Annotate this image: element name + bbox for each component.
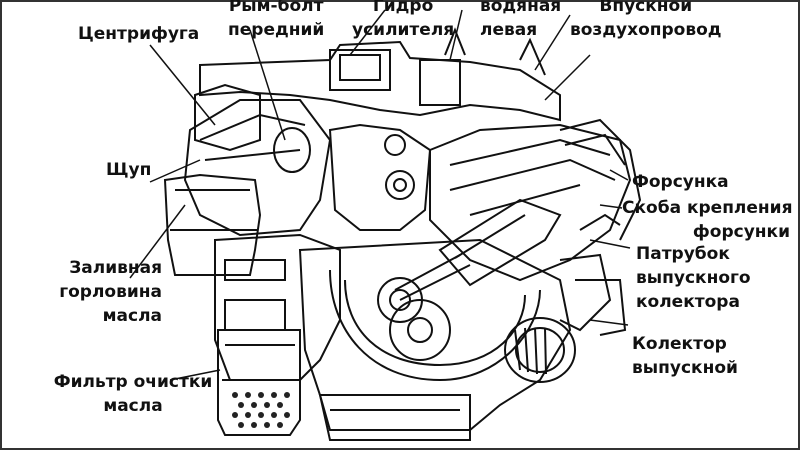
label-exhaust-manifold-line1: Колектор [632, 334, 727, 354]
label-hydro-booster-line1: Гидро [372, 0, 434, 16]
label-centrifuge: Центрифуга [78, 22, 199, 46]
leader-injector [609, 169, 629, 181]
engine-block [163, 27, 642, 441]
label-oil-filter: Фильтр очистки масла [40, 370, 226, 418]
label-exhaust-pipe: Патрубок выпускного колектора [636, 242, 751, 314]
label-filler-neck-line3: масла [102, 306, 162, 326]
label-filler-neck: Заливная горловина масла [40, 256, 162, 328]
label-filler-neck-line2: горловина [59, 282, 162, 302]
label-injector-bracket: Скоба крепления форсунки [622, 196, 793, 244]
leader-front-bolt [249, 29, 286, 141]
label-hydro-booster-line2: усилителя [352, 20, 455, 40]
label-centrifuge-line1: Центрифуга [78, 24, 200, 44]
label-exhaust-pipe-line2: выпускного [636, 268, 751, 288]
leader-exhaust-manifold [589, 319, 629, 326]
label-injector: Форсунка [632, 170, 729, 194]
label-injector-bracket-line2: форсунки [692, 222, 790, 242]
leader-water-left [449, 9, 463, 61]
label-water-left-line1: водяная [480, 0, 562, 16]
leader-intake [534, 14, 571, 71]
leader-dipstick [149, 159, 201, 183]
label-intake-manifold-line2: воздухопровод [570, 20, 722, 40]
label-injector-bracket-line1: Скоба крепления [622, 198, 793, 218]
label-dipstick-line1: Щуп [106, 160, 152, 180]
leader-hydro [349, 9, 386, 56]
leader-centrifuge [149, 44, 216, 126]
label-exhaust-pipe-line1: Патрубок [636, 244, 730, 264]
label-front-bolt-line2: передний [228, 20, 325, 40]
label-front-bolt-line1: Рым-болт [228, 0, 324, 16]
label-exhaust-pipe-line3: колектора [636, 292, 740, 312]
leader-intake-2 [544, 54, 591, 101]
label-water-left: водяная левая [480, 0, 561, 42]
leader-oil-filter [169, 369, 221, 381]
label-intake-manifold-line1: Впускной [599, 0, 693, 16]
leader-exhaust-pipe [589, 239, 631, 249]
leader-filler [129, 204, 186, 279]
label-injector-line1: Форсунка [632, 172, 729, 192]
label-oil-filter-line2: масла [103, 396, 163, 416]
label-front-bolt: Рым-болт передний [228, 0, 324, 42]
label-hydro-booster: Гидро усилителя [352, 0, 454, 42]
label-exhaust-manifold: Колектор выпускной [632, 332, 738, 380]
label-exhaust-manifold-line2: выпускной [632, 358, 738, 378]
label-water-left-line2: левая [480, 20, 538, 40]
label-dipstick: Щуп [106, 158, 151, 182]
label-oil-filter-line1: Фильтр очистки [53, 372, 213, 392]
leader-lines [129, 9, 631, 381]
oil-filter-texture [232, 392, 290, 428]
label-intake-manifold: Впускной воздухопровод [570, 0, 722, 42]
leader-bracket [599, 204, 623, 209]
label-filler-neck-line1: Заливная [69, 258, 162, 278]
